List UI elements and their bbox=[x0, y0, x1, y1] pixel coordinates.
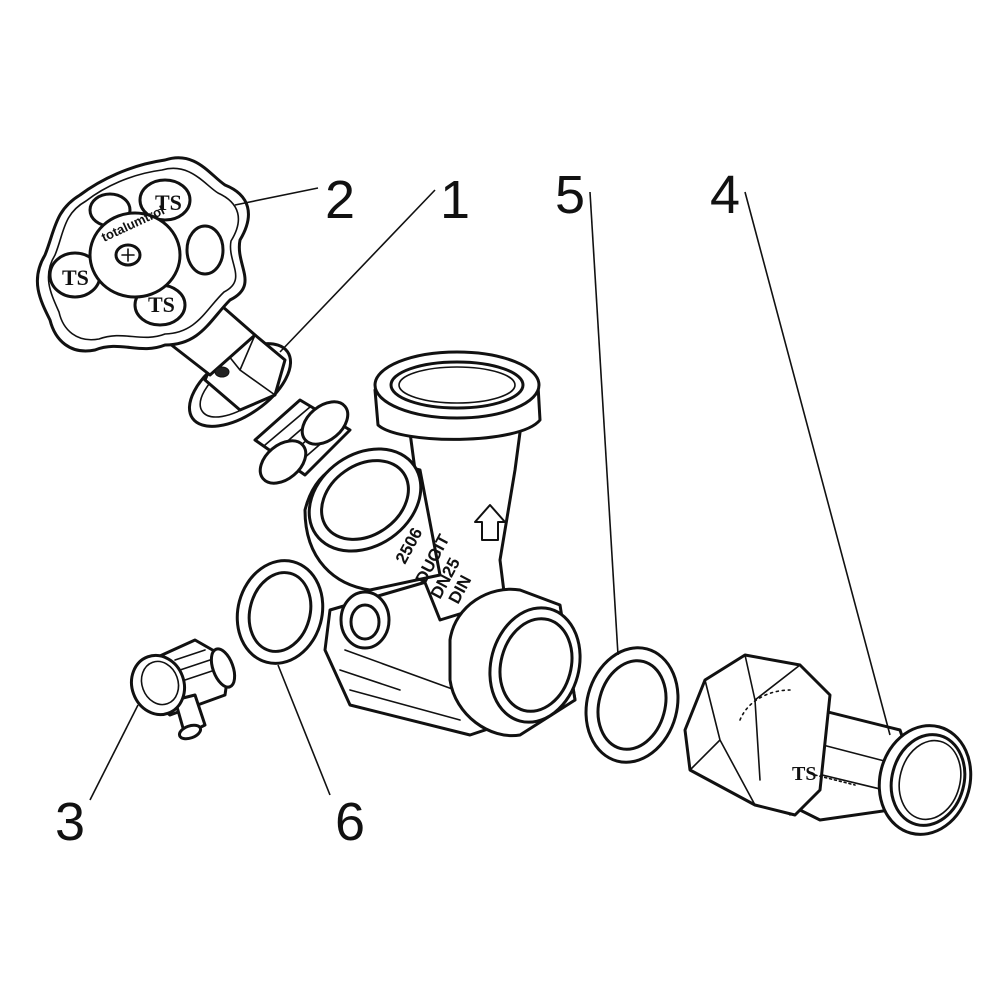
handwheel-logo-3: TS bbox=[148, 292, 175, 317]
bonnet-assembly bbox=[163, 298, 352, 485]
leader-line-5 bbox=[589, 191, 619, 656]
drain-valve bbox=[130, 638, 237, 741]
callout-5: 5 bbox=[555, 165, 585, 225]
callout-1: 1 bbox=[440, 170, 470, 230]
leader-line-3 bbox=[89, 704, 139, 801]
seal-ring-5 bbox=[584, 646, 680, 764]
seal-ring-6 bbox=[235, 559, 325, 665]
leader-line-2 bbox=[234, 187, 319, 206]
callout-2: 2 bbox=[325, 170, 355, 230]
union-connector: TS bbox=[683, 653, 973, 836]
handwheel-logo-1: TS bbox=[155, 190, 182, 215]
flow-direction-arrow-icon bbox=[474, 504, 506, 541]
callout-4: 4 bbox=[710, 165, 740, 225]
valve-body: 2506 DUGIT DN25 DIN bbox=[303, 350, 582, 738]
leader-line-1 bbox=[279, 189, 436, 353]
handwheel-logo-2: TS bbox=[62, 265, 89, 290]
handwheel: totalumtrol TS TS TS bbox=[35, 156, 250, 353]
leader-line-4 bbox=[744, 191, 891, 736]
union-logo: TS bbox=[792, 763, 816, 785]
callout-6: 6 bbox=[335, 792, 365, 852]
callout-3: 3 bbox=[55, 792, 85, 852]
leader-line-6 bbox=[277, 664, 331, 796]
